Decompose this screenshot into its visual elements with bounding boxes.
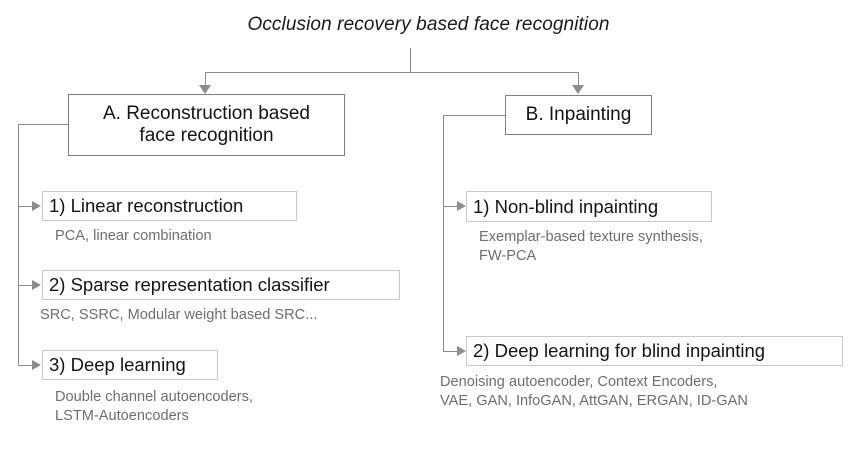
branch-a-item3-connector-line <box>18 365 33 366</box>
branch-b-item1-arrow-icon <box>457 200 466 211</box>
branch-a-box[interactable]: A. Reconstruction based face recognition <box>68 94 345 156</box>
branch-a-item-2-caption: SRC, SSRC, Modular weight based SRC... <box>40 306 317 325</box>
branch-b-box-label: B. Inpainting <box>525 103 632 125</box>
branch-a-item-1-label: 1) Linear reconstruction <box>49 195 244 217</box>
caption-line: LSTM-Autoencoders <box>55 408 189 425</box>
branch-b-spine-vertical-line <box>443 115 444 351</box>
diagram-title: Occlusion recovery based face recognitio… <box>247 14 610 35</box>
branch-a-item-3-label: 3) Deep learning <box>49 354 186 376</box>
branch-a-arrow-icon <box>199 85 211 94</box>
branch-b-item2-connector-line <box>443 351 458 352</box>
branch-a-item-2-box[interactable]: 2) Sparse representation classifier <box>42 270 400 300</box>
branch-a-item2-connector-line <box>18 285 33 286</box>
branch-b-spine-top-line <box>443 115 505 116</box>
branch-a-box-line2: face recognition <box>139 125 274 146</box>
caption-line: FW-PCA <box>479 248 537 265</box>
branch-a-drop-line <box>205 72 206 87</box>
caption-line: Denoising autoencoder, Context Encoders, <box>440 374 718 390</box>
caption-line: PCA, linear combination <box>55 228 212 244</box>
branch-a-spine-vertical-line <box>18 124 19 366</box>
caption-line: Double channel autoencoders, <box>55 389 253 405</box>
branch-a-spine-top-line <box>18 124 68 125</box>
branch-b-arrow-icon <box>572 85 584 94</box>
branch-b-drop-line <box>578 72 579 87</box>
caption-line: VAE, GAN, InfoGAN, AttGAN, ERGAN, ID-GAN <box>440 393 748 410</box>
title-stem-line <box>410 48 411 72</box>
branch-b-item1-connector-line <box>443 206 458 207</box>
branch-a-item-1-caption: PCA, linear combination <box>55 227 212 246</box>
branch-b-item-2-label: 2) Deep learning for blind inpainting <box>473 340 766 362</box>
branch-a-item-3-caption: Double channel autoencoders, LSTM-Autoen… <box>55 388 253 427</box>
branch-a-item-2-label: 2) Sparse representation classifier <box>49 274 330 296</box>
branch-a-item1-arrow-icon <box>32 200 41 211</box>
branch-a-box-line1: A. Reconstruction based <box>102 102 310 124</box>
caption-line: Exemplar-based texture synthesis, <box>479 229 703 245</box>
branch-b-item-2-box[interactable]: 2) Deep learning for blind inpainting <box>466 336 843 366</box>
branch-b-item2-arrow-icon <box>457 345 466 356</box>
caption-line: SRC, SSRC, Modular weight based SRC... <box>40 307 318 323</box>
branch-a-item2-arrow-icon <box>32 279 41 290</box>
branch-b-item-1-box[interactable]: 1) Non-blind inpainting <box>466 191 712 222</box>
branch-b-box[interactable]: B. Inpainting <box>505 95 652 135</box>
branch-b-item-2-caption: Denoising autoencoder, Context Encoders,… <box>440 373 748 412</box>
branch-b-item-1-label: 1) Non-blind inpainting <box>473 195 659 217</box>
branch-a-item1-connector-line <box>18 206 33 207</box>
branch-b-item-1-caption: Exemplar-based texture synthesis, FW-PCA <box>479 228 703 267</box>
branch-a-item3-arrow-icon <box>32 359 41 370</box>
top-fork-horizontal-line <box>205 72 579 73</box>
branch-a-item-3-box[interactable]: 3) Deep learning <box>42 350 218 380</box>
branch-a-item-1-box[interactable]: 1) Linear reconstruction <box>42 191 297 221</box>
